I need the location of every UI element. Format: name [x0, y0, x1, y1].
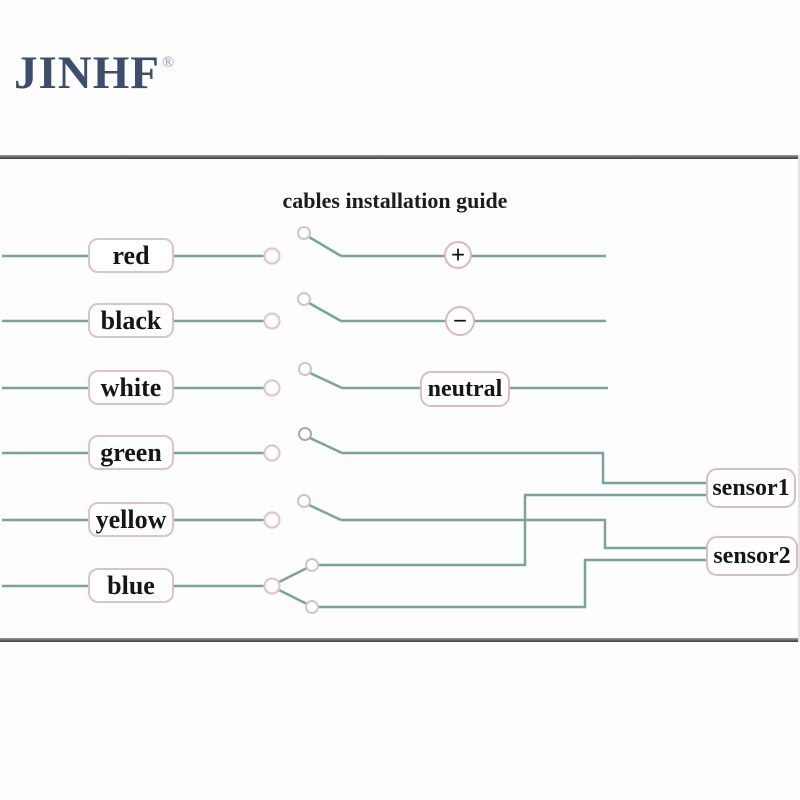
switch-pivot-yellow [297, 494, 311, 508]
wire-red-switch-blade [308, 235, 342, 258]
terminal-circle-red [263, 247, 281, 265]
diagram-title: cables installation guide [282, 188, 508, 213]
diagram-frame-top-border [0, 155, 800, 159]
wire-label-red: red [88, 238, 174, 273]
wire-label-white: white [88, 370, 174, 405]
registered-trademark-icon: ® [162, 54, 176, 72]
terminal-circle-green [263, 444, 281, 462]
switch-pivot-red [297, 226, 311, 240]
wire-blue-to-sensor1 [317, 493, 706, 567]
sensor2-terminal: sensor2 [706, 536, 798, 576]
switch-pivot-green [298, 427, 312, 441]
wire-label-green: green [88, 435, 174, 470]
wire-label-yellow: yellow [88, 502, 174, 537]
sensor1-terminal: sensor1 [706, 468, 796, 508]
brand-logo-text: JINHF [14, 47, 160, 99]
fork-circle-blue-lower [305, 600, 319, 614]
switch-pivot-black [297, 292, 311, 306]
plus-terminal: + [444, 241, 472, 269]
wire-label-blue: blue [88, 568, 174, 603]
wire-label-black: black [88, 303, 174, 338]
wire-green-switch-blade [309, 436, 343, 455]
fork-circle-blue-upper [305, 558, 319, 572]
switch-pivot-white [298, 362, 312, 376]
diagram-frame-right-border [798, 155, 800, 642]
wire-blue-to-sensor2 [317, 558, 706, 609]
terminal-circle-black [263, 312, 281, 330]
terminal-circle-blue [263, 577, 281, 595]
terminal-circle-white [263, 379, 281, 397]
diagram-frame-bottom-border [0, 638, 800, 642]
terminal-circle-yellow [263, 511, 281, 529]
wire-blue-fork-upper-blade [278, 566, 308, 584]
wire-yellow-switch-blade [308, 503, 342, 522]
brand-logo: JINHF® [14, 47, 176, 99]
neutral-terminal: neutral [420, 371, 510, 407]
wire-black-switch-blade [308, 301, 342, 323]
wire-white-switch-blade [309, 371, 343, 390]
wire-yellow-to-sensor2 [341, 518, 706, 550]
wire-blue-fork-lower-blade [278, 588, 308, 606]
wire-green-to-sensor1 [342, 451, 706, 485]
minus-terminal: − [445, 306, 475, 336]
